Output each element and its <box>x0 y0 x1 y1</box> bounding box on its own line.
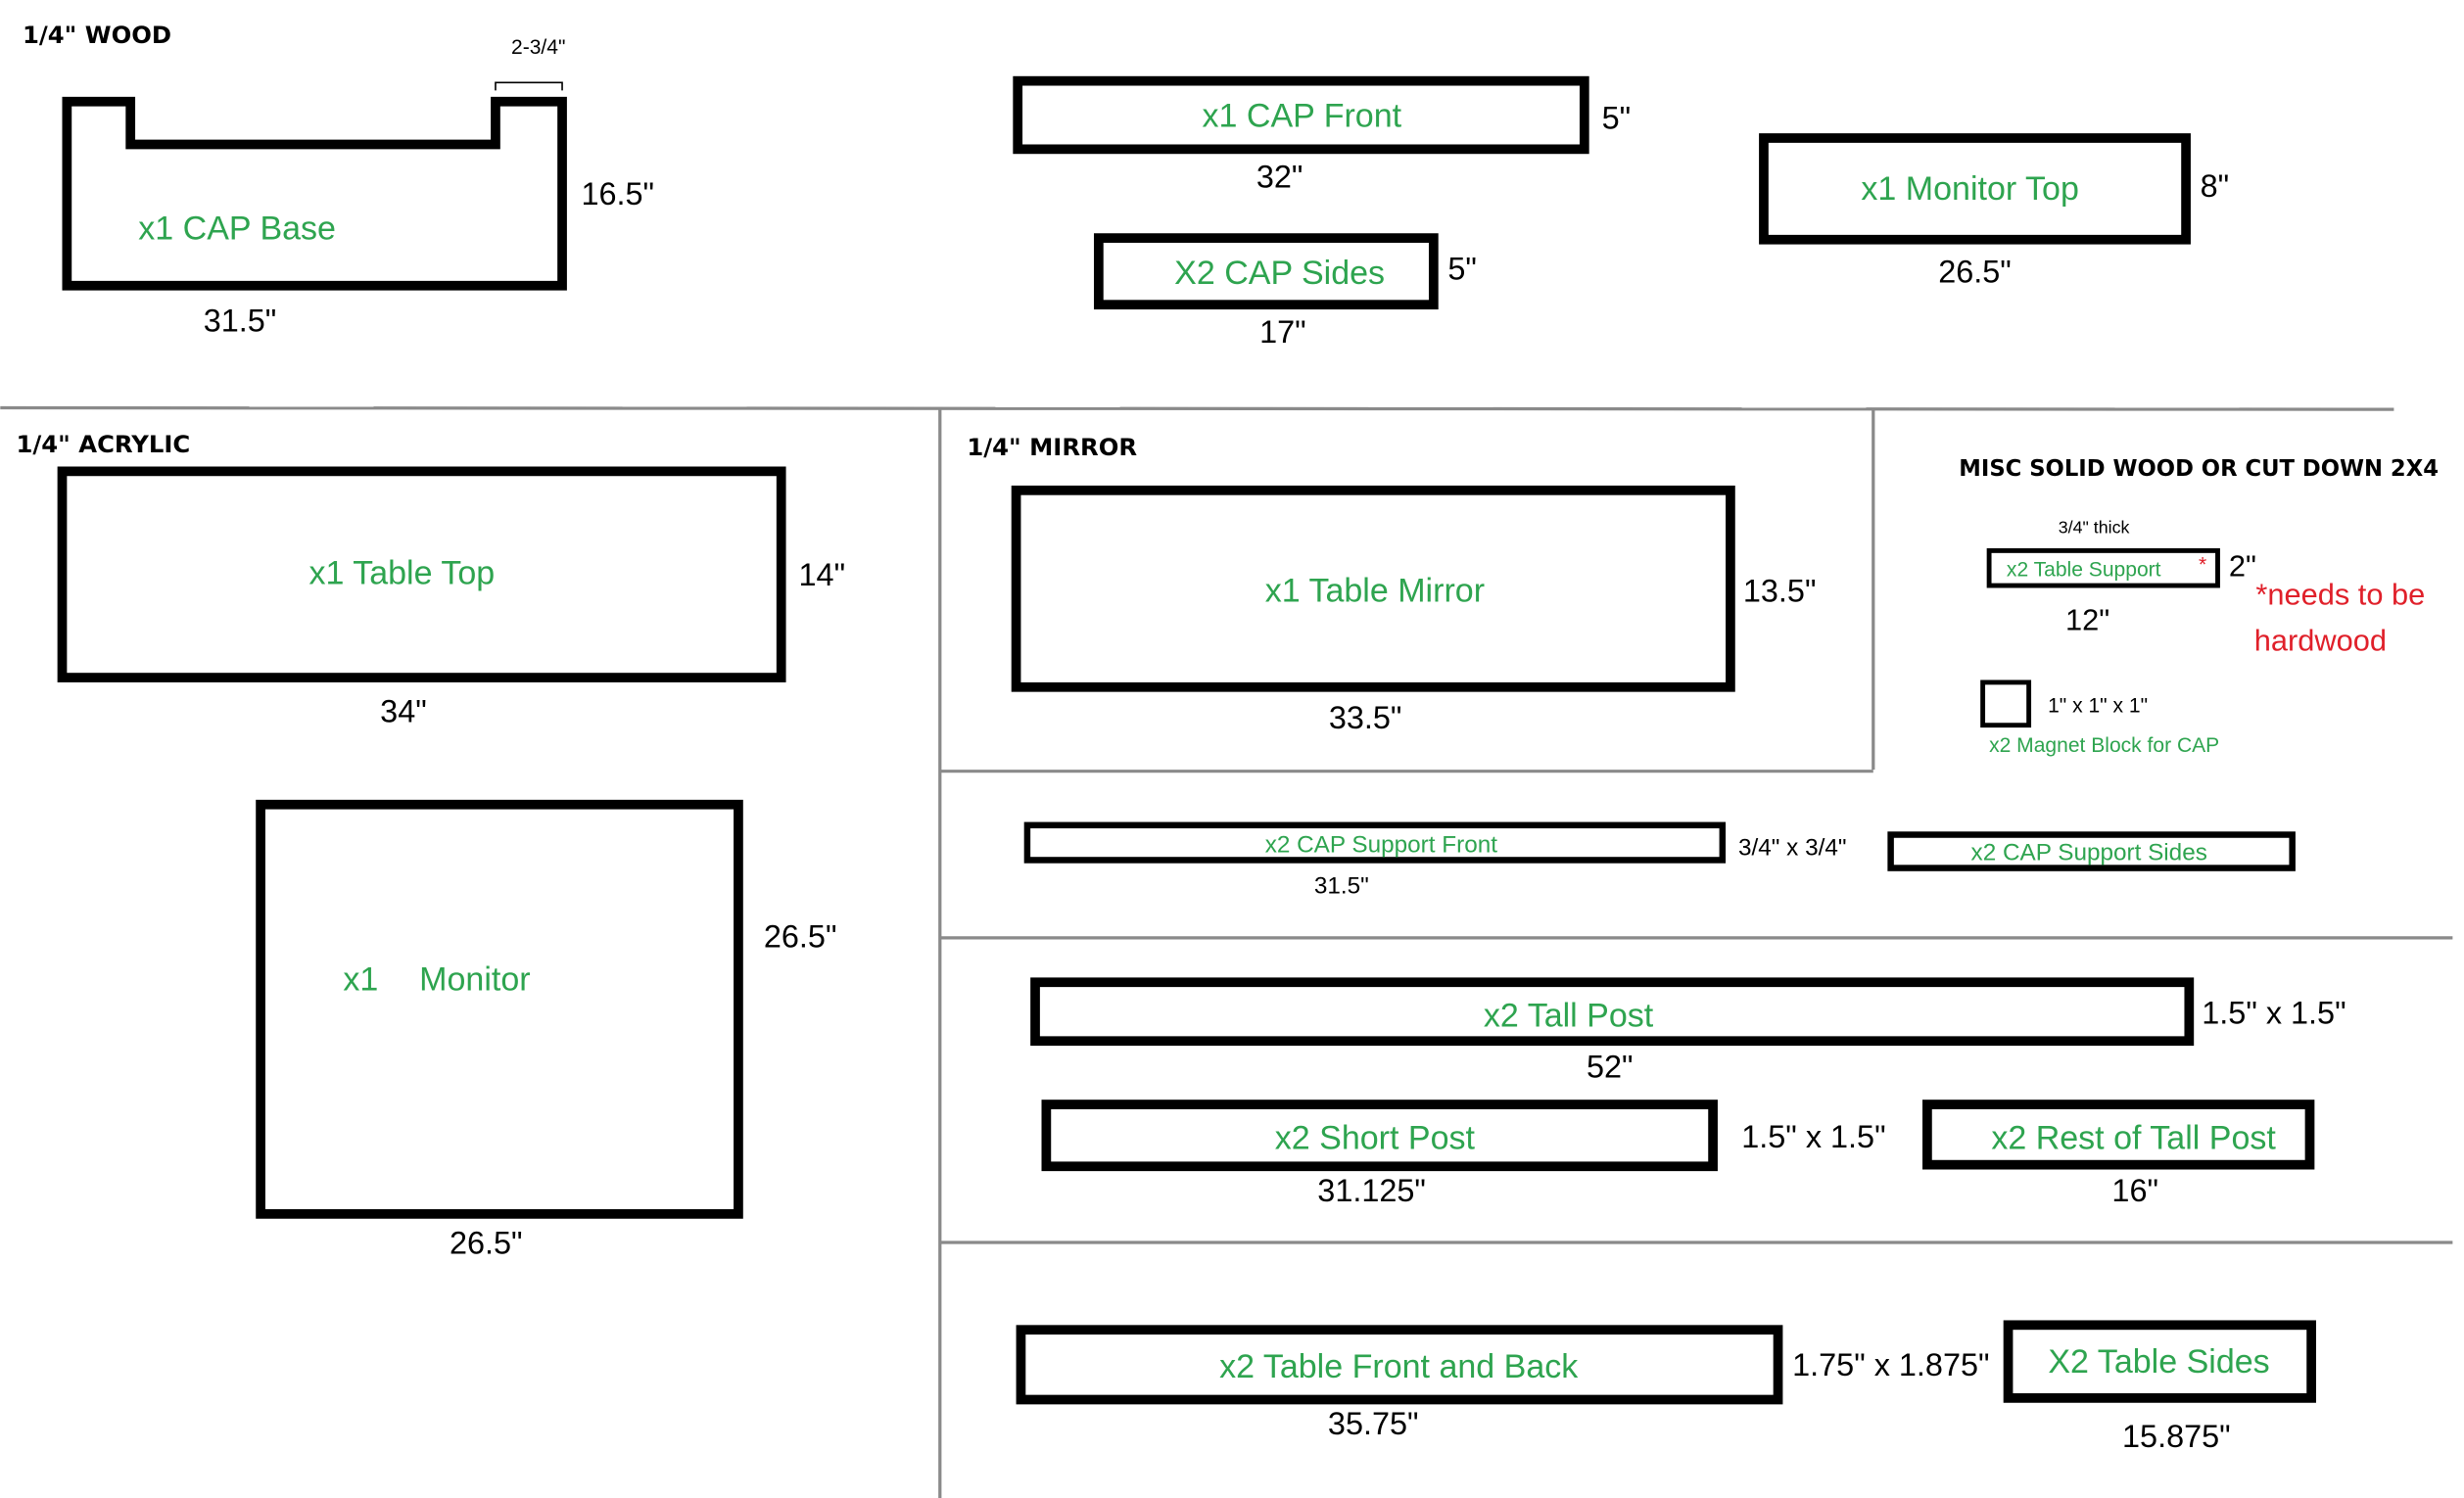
section-heading-wood: 1/4" WOOD <box>23 21 171 49</box>
tall-post-piece <box>1030 977 2195 1047</box>
cap-base-label: x1 CAP Base <box>138 211 336 248</box>
table-sides-label: X2 Table Sides <box>2048 1343 2269 1381</box>
table-support-width: 12" <box>2065 602 2109 636</box>
cap-base-height: 16.5" <box>581 176 654 211</box>
cap-support-front-piece <box>1023 821 1727 864</box>
magnet-block-size: 1" x 1" x 1" <box>2048 695 2148 718</box>
table-support-thickness: 3/4" thick <box>2059 518 2130 538</box>
monitor-top-width: 26.5" <box>1938 254 2012 289</box>
table-top-width: 34" <box>380 693 427 728</box>
hardwood-note-line1: *needs to be <box>2255 578 2425 612</box>
cap-support-sides-piece <box>1887 831 2296 871</box>
tall-post-label: x2 Tall Post <box>1484 998 1654 1035</box>
monitor-top-label: x1 Monitor Top <box>1861 170 2078 208</box>
magnet-block-piece <box>1980 679 2032 728</box>
cap-front-label: x1 CAP Front <box>1203 98 1402 135</box>
monitor-top-piece <box>1759 133 2191 245</box>
table-support-piece <box>1986 547 2220 588</box>
rest-of-tall-post-label: x2 Rest of Tall Post <box>1991 1119 2276 1156</box>
table-front-back-section: 1.75" x 1.875" <box>1792 1347 1989 1382</box>
cap-support-sides-label: x2 CAP Support Sides <box>1971 839 2207 866</box>
short-post-width: 31.125" <box>1317 1173 1426 1208</box>
rest-of-tall-post-width: 16" <box>2111 1173 2158 1208</box>
monitor-top-height: 8" <box>2201 168 2230 204</box>
cap-support-front-width: 31.5" <box>1314 872 1369 899</box>
monitor-label-qty: x1 <box>343 960 378 998</box>
table-support-asterisk: * <box>2199 553 2206 576</box>
rest-of-tall-post-piece <box>1922 1100 2315 1170</box>
divider-top <box>0 405 2394 411</box>
cap-sides-width: 17" <box>1259 314 1306 350</box>
cap-base-width: 31.5" <box>204 304 277 339</box>
table-mirror-width: 33.5" <box>1329 700 1402 735</box>
table-front-back-width: 35.75" <box>1328 1406 1419 1441</box>
cap-support-front-label: x2 CAP Support Front <box>1265 831 1497 858</box>
table-mirror-label: x1 Table Mirror <box>1265 572 1485 609</box>
monitor-label-name: Monitor <box>419 960 530 998</box>
cap-base-notch-dim: 2-3/4" <box>511 36 565 59</box>
table-mirror-piece <box>1011 485 1735 692</box>
cap-sides-label: X2 CAP Sides <box>1174 255 1385 292</box>
section-heading-acrylic: 1/4" ACRYLIC <box>16 430 190 458</box>
monitor-piece <box>256 799 743 1219</box>
cap-front-width: 32" <box>1256 159 1303 194</box>
cap-support-front-section: 3/4" x 3/4" <box>1738 835 1846 862</box>
monitor-height: 26.5" <box>764 919 837 955</box>
tall-post-section: 1.5" x 1.5" <box>2202 995 2346 1030</box>
notch-bracket <box>495 81 563 91</box>
short-post-piece <box>1041 1100 1718 1172</box>
cap-front-piece <box>1013 75 1589 155</box>
table-support-height: 2" <box>2229 548 2256 583</box>
section-heading-misc: MISC SOLID WOOD OR CUT DOWN 2X4 <box>1959 456 2439 482</box>
table-front-back-piece <box>1016 1325 1783 1405</box>
section-heading-mirror: 1/4" MIRROR <box>967 433 1137 461</box>
monitor-width: 26.5" <box>450 1225 523 1260</box>
cap-sides-piece <box>1093 233 1439 310</box>
table-front-back-label: x2 Table Front and Back <box>1219 1348 1579 1385</box>
magnet-block-label: x2 Magnet Block for CAP <box>1989 734 2219 757</box>
table-top-piece <box>57 466 786 682</box>
table-sides-width: 15.875" <box>2122 1419 2231 1454</box>
tall-post-width: 52" <box>1587 1049 1634 1084</box>
table-top-label: x1 Table Top <box>308 554 495 591</box>
table-sides-piece <box>2003 1320 2316 1403</box>
table-mirror-height: 13.5" <box>1743 573 1817 608</box>
cap-sides-height: 5" <box>1447 251 1477 286</box>
cap-front-height: 5" <box>1602 100 1632 135</box>
table-support-label: x2 Table Support <box>2007 558 2161 581</box>
short-post-label: x2 Short Post <box>1275 1119 1476 1156</box>
hardwood-note-line2: hardwood <box>2254 624 2387 658</box>
short-post-section: 1.5" x 1.5" <box>1741 1119 1885 1154</box>
cap-base-piece <box>62 96 567 291</box>
table-top-height: 14" <box>799 557 846 592</box>
